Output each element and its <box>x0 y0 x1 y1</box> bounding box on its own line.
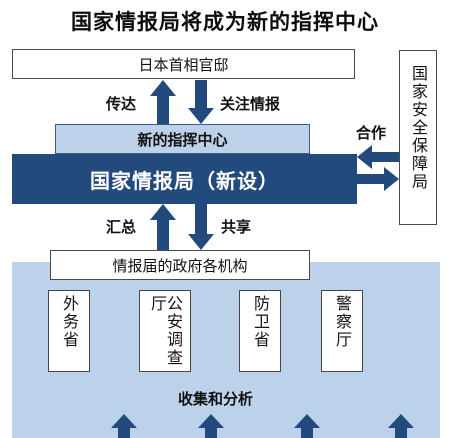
agency-label: 防卫省 <box>251 295 270 349</box>
collect-analyze-label: 收集和分析 <box>178 390 254 408</box>
collect-up-arrow-3 <box>294 414 320 438</box>
convey-label: 传达 <box>106 95 137 113</box>
focus-intel-label: 关注情报 <box>220 95 281 113</box>
agency-box-foreign-ministry: 外务省 <box>48 290 90 372</box>
cooperation-left-arrow <box>357 145 399 169</box>
convey-up-arrow <box>150 80 176 124</box>
side-box-text: 国家安全保障局 <box>409 65 428 191</box>
summary-label: 汇总 <box>106 218 137 236</box>
agency-label: 公安调查厅 <box>148 295 183 367</box>
share-down-arrow <box>188 204 214 250</box>
national-intelligence-bureau-band: 国家情报局（新设） <box>12 154 357 204</box>
collect-up-arrow-4 <box>388 414 414 438</box>
prime-minister-office-box: 日本首相官邸 <box>12 49 355 79</box>
collect-up-arrow-1 <box>111 414 137 438</box>
agency-label: 外务省 <box>60 295 79 349</box>
agency-box-defense-ministry: 防卫省 <box>239 290 281 372</box>
page-title: 国家情报局将成为新的指挥中心 <box>71 10 379 34</box>
agency-box-public-security: 公安调查厅 <box>139 290 191 372</box>
cooperation-label: 合作 <box>356 124 387 142</box>
share-label: 共享 <box>221 218 252 236</box>
command-center-box: 新的指挥中心 <box>55 124 310 154</box>
focus-down-arrow <box>188 80 214 124</box>
summary-up-arrow <box>150 204 176 250</box>
national-security-secretariat-box: 国家安全保障局 <box>399 50 437 225</box>
agency-box-police-agency: 警察厅 <box>321 290 363 372</box>
agencies-header-box: 情报届的政府各机构 <box>50 250 310 280</box>
cooperation-right-arrow <box>357 167 399 191</box>
collect-up-arrow-2 <box>198 414 224 438</box>
agency-label: 警察厅 <box>333 295 352 349</box>
